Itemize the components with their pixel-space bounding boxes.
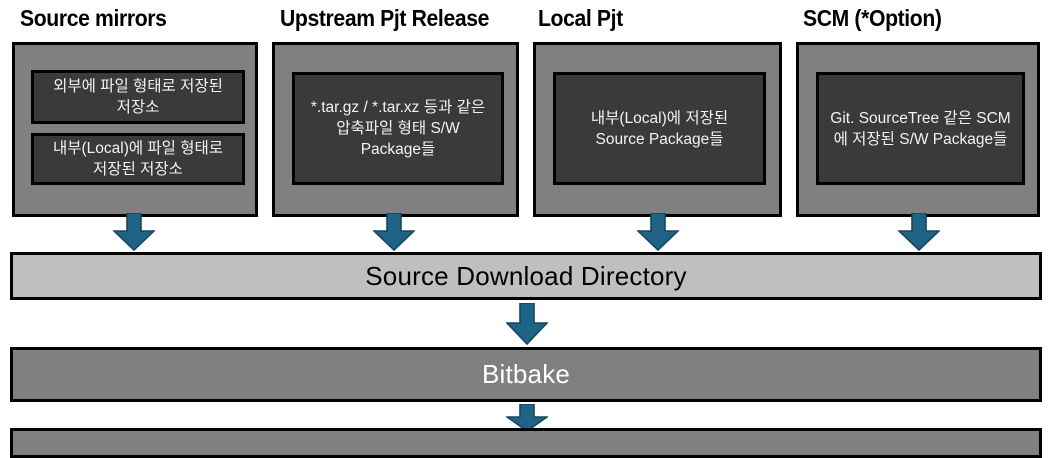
bar-bitbake: Bitbake — [10, 347, 1042, 402]
panel-local-pjt: 내부(Local)에 저장된 Source Package들 — [533, 42, 782, 217]
local-pjt-box: 내부(Local)에 저장된 Source Package들 — [553, 72, 766, 185]
bar-output-truncated — [10, 428, 1042, 458]
panel-source-mirrors: 외부에 파일 형태로 저장된 저장소 내부(Local)에 파일 형태로 저장된… — [12, 42, 258, 217]
arrow-source-mirrors-to-download-dir — [113, 213, 155, 251]
arrow-upstream-to-download-dir — [373, 213, 415, 251]
upstream-pjt-release-box: *.tar.gz / *.tar.xz 등과 같은 압축파일 형태 S/W Pa… — [292, 72, 504, 185]
arrow-local-pjt-to-download-dir — [637, 213, 679, 251]
panel-scm-option: Git. SourceTree 같은 SCM 에 저장된 S/W Package… — [796, 42, 1040, 217]
column-title-scm-option: SCM (*Option) — [803, 5, 942, 31]
scm-option-box: Git. SourceTree 같은 SCM 에 저장된 S/W Package… — [816, 72, 1025, 185]
source-mirrors-box-local: 내부(Local)에 파일 형태로 저장된 저장소 — [31, 133, 245, 185]
arrow-scm-to-download-dir — [898, 213, 940, 251]
column-title-local-pjt: Local Pjt — [538, 5, 623, 31]
source-mirrors-box-external: 외부에 파일 형태로 저장된 저장소 — [31, 70, 245, 124]
panel-upstream-pjt-release: *.tar.gz / *.tar.xz 등과 같은 압축파일 형태 S/W Pa… — [272, 42, 519, 217]
bar-source-download-directory: Source Download Directory — [10, 252, 1042, 300]
column-title-upstream-pjt-release: Upstream Pjt Release — [280, 5, 490, 31]
arrow-bitbake-to-output — [506, 404, 548, 432]
column-title-source-mirrors: Source mirrors — [20, 5, 167, 31]
arrow-download-dir-to-bitbake — [506, 303, 548, 345]
